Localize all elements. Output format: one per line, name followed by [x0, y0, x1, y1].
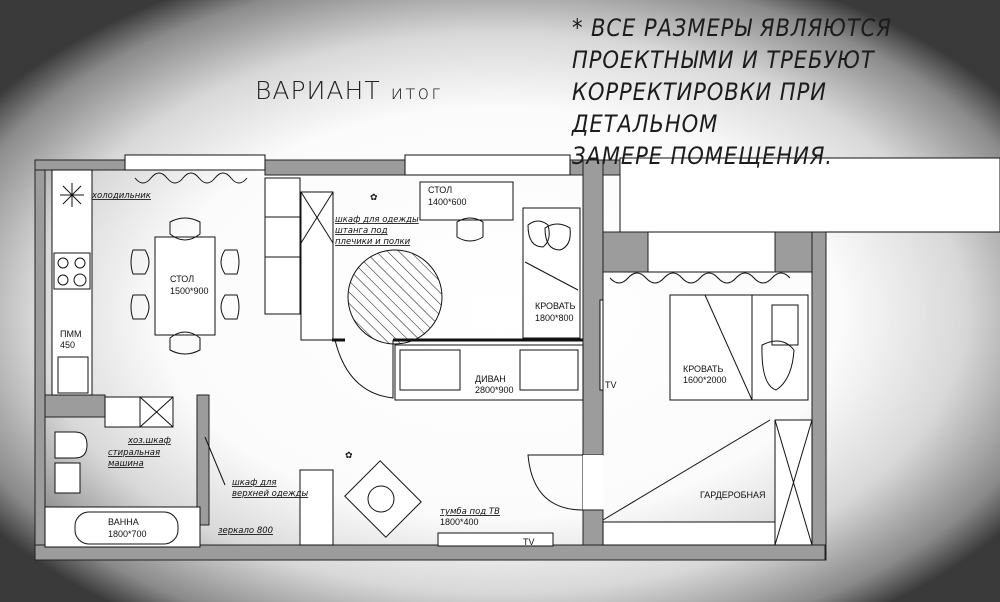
door-swing — [527, 454, 584, 511]
fridge-icon — [60, 183, 84, 207]
wardrobe-rail — [602, 419, 771, 521]
kids-bed-label: КРОВАТЬ — [535, 301, 576, 311]
utility-closet — [139, 396, 174, 428]
pillows — [761, 304, 799, 391]
fridge-label: холодильник — [91, 191, 152, 201]
plant-icon: ✿ — [345, 450, 353, 460]
desk-chair — [456, 217, 484, 242]
kids-bed-size: 1800*800 — [535, 313, 574, 323]
walkin-label: ГАРДЕРОБНАЯ — [700, 490, 766, 500]
tv-stand-label: тумба под ТВ — [440, 507, 500, 517]
note-line: * ВСЕ РАЗМЕРЫ ЯВЛЯЮТСЯ — [572, 14, 892, 42]
note-line: ЗАМЕРЕ ПОМЕЩЕНИЯ. — [572, 142, 833, 170]
title-sub: итог — [390, 82, 443, 104]
curtain — [134, 172, 248, 184]
toilet — [54, 431, 88, 459]
coat-closet-label: шкаф для — [232, 478, 277, 488]
washer-label: машина — [108, 459, 144, 469]
sofa-size: 2800*900 — [475, 385, 514, 395]
bedroom-tv-label: TV — [605, 380, 617, 390]
coat-closet-label: верхней одежды — [232, 489, 309, 499]
wardrobe-label: штанга под — [335, 226, 388, 236]
walkin-shelf — [774, 419, 813, 546]
pillows — [527, 220, 571, 251]
double-bed — [669, 294, 809, 401]
bedroom-bed-size: 1600*2000 — [683, 375, 727, 385]
bedroom-bed-label: КРОВАТЬ — [683, 364, 724, 374]
wardrobe-label: шкаф для одежды — [335, 215, 419, 225]
window-bedroom — [647, 231, 792, 273]
mirror-label: зеркало 800 — [218, 526, 273, 536]
wardrobe-kitchen — [264, 177, 334, 341]
desk-size: 1400*600 — [428, 197, 467, 207]
bathroom-sink — [54, 462, 81, 494]
tv-stand — [437, 532, 554, 547]
plant-icon: ✿ — [370, 192, 378, 202]
plan-title: ВАРИАНТ итог — [255, 76, 443, 105]
dishwasher-size: 450 — [60, 340, 75, 350]
utility-closet-label: хоз.шкаф — [127, 436, 171, 446]
coat-closet — [299, 469, 334, 546]
walls — [34, 159, 827, 561]
balcony — [619, 157, 1000, 233]
window-kids — [404, 154, 571, 176]
dimensions-note: * ВСЕ РАЗМЕРЫ ЯВЛЯЮТСЯ ПРОЕКТНЫМИ И ТРЕБ… — [572, 12, 949, 172]
dining-table — [154, 236, 216, 336]
sink — [57, 356, 89, 394]
note-line: ПРОЕКТНЫМИ И ТРЕБУЮТ — [572, 46, 875, 74]
table-size: 1500*900 — [170, 286, 209, 296]
window-kitchen — [124, 154, 266, 171]
armchair — [344, 460, 422, 538]
sofa — [394, 344, 584, 401]
cooktop-icon — [53, 252, 91, 290]
tv-stand-size: 1800*400 — [440, 517, 479, 527]
bath-size: 1800*700 — [108, 529, 147, 539]
hanger-rail — [602, 521, 776, 546]
desk — [419, 181, 514, 221]
chairs — [130, 217, 240, 355]
table-label: СТОЛ — [170, 274, 194, 284]
dishwasher-label: ПММ — [60, 329, 81, 339]
bath-label: ВАННА — [108, 517, 139, 527]
note-line: КОРРЕКТИРОВКИ ПРИ ДЕТАЛЬНОМ — [572, 78, 827, 138]
curtain — [609, 272, 791, 284]
wardrobe-label: плечики и полки — [335, 237, 411, 247]
tv-label: TV — [523, 537, 535, 547]
sofa-label: ДИВАН — [475, 374, 506, 384]
door-swing — [334, 339, 394, 399]
round-rug — [347, 249, 443, 345]
washer-label: стиральная — [108, 448, 160, 458]
title-main: ВАРИАНТ — [255, 76, 381, 105]
desk-label: СТОЛ — [428, 185, 452, 195]
